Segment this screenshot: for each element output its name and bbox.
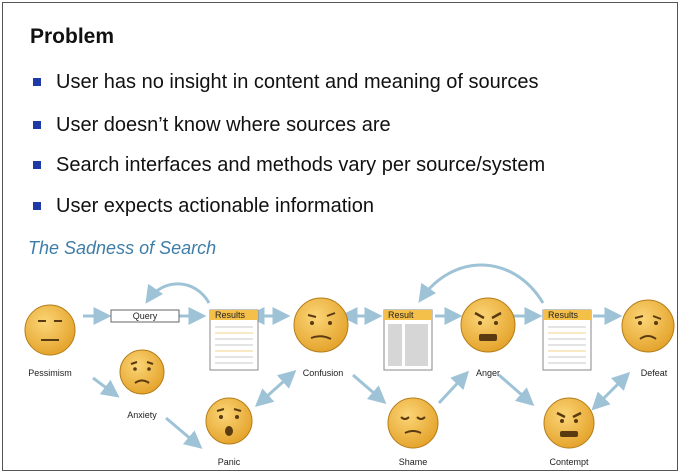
diagram-title: The Sadness of Search: [28, 238, 217, 258]
sadness-of-search-diagram: Query Results Result Results: [24, 263, 675, 467]
emotion-label-panic: Panic: [218, 457, 241, 467]
face-confusion-icon: [293, 297, 349, 353]
arrow-curved-back: [145, 282, 211, 304]
face-pessimism-icon: [24, 304, 76, 356]
query-box: Query: [110, 309, 180, 323]
result-document: Result: [383, 309, 433, 371]
arrow-bidirectional: [254, 370, 297, 407]
query-label: Query: [133, 311, 158, 321]
document-label: Results: [215, 310, 246, 320]
emotion-label-anger: Anger: [476, 368, 500, 378]
bullet-square-icon: [33, 121, 41, 129]
arrow: [498, 373, 535, 406]
flow-arrows: [83, 263, 631, 449]
arrow: [92, 376, 120, 398]
arrow-curved-back: [418, 263, 545, 304]
bullet-text: Search interfaces and methods vary per s…: [56, 154, 546, 176]
bullet-text: User expects actionable information: [56, 195, 374, 217]
emotion-label-confusion: Confusion: [303, 368, 344, 378]
face-anger-icon: [460, 297, 516, 353]
emotion-label-defeat: Defeat: [641, 368, 668, 378]
slide-title: Problem: [30, 25, 115, 48]
emotion-label-shame: Shame: [399, 457, 428, 467]
results-document: Results: [209, 309, 259, 371]
face-panic-icon: [205, 397, 253, 445]
arrow: [165, 416, 203, 449]
bullet-square-icon: [33, 161, 41, 169]
face-defeat-icon: [621, 299, 675, 353]
results-document: Results: [542, 309, 592, 371]
bullet-text: User has no insight in content and meani…: [56, 71, 539, 93]
bullet-square-icon: [33, 78, 41, 86]
arrow: [437, 370, 470, 405]
document-label: Result: [388, 310, 414, 320]
emotion-label-pessimism: Pessimism: [28, 368, 72, 378]
document-label: Results: [548, 310, 579, 320]
face-anxiety-icon: [119, 349, 165, 395]
face-shame-icon: [387, 397, 439, 449]
arrow-bidirectional: [591, 371, 631, 411]
emotion-label-anxiety: Anxiety: [127, 410, 157, 420]
face-contempt-icon: [543, 397, 595, 449]
bullet-text: User doesn’t know where sources are: [56, 114, 391, 136]
bullet-square-icon: [33, 202, 41, 210]
emotion-label-contempt: Contempt: [549, 457, 589, 467]
arrow: [352, 373, 387, 404]
